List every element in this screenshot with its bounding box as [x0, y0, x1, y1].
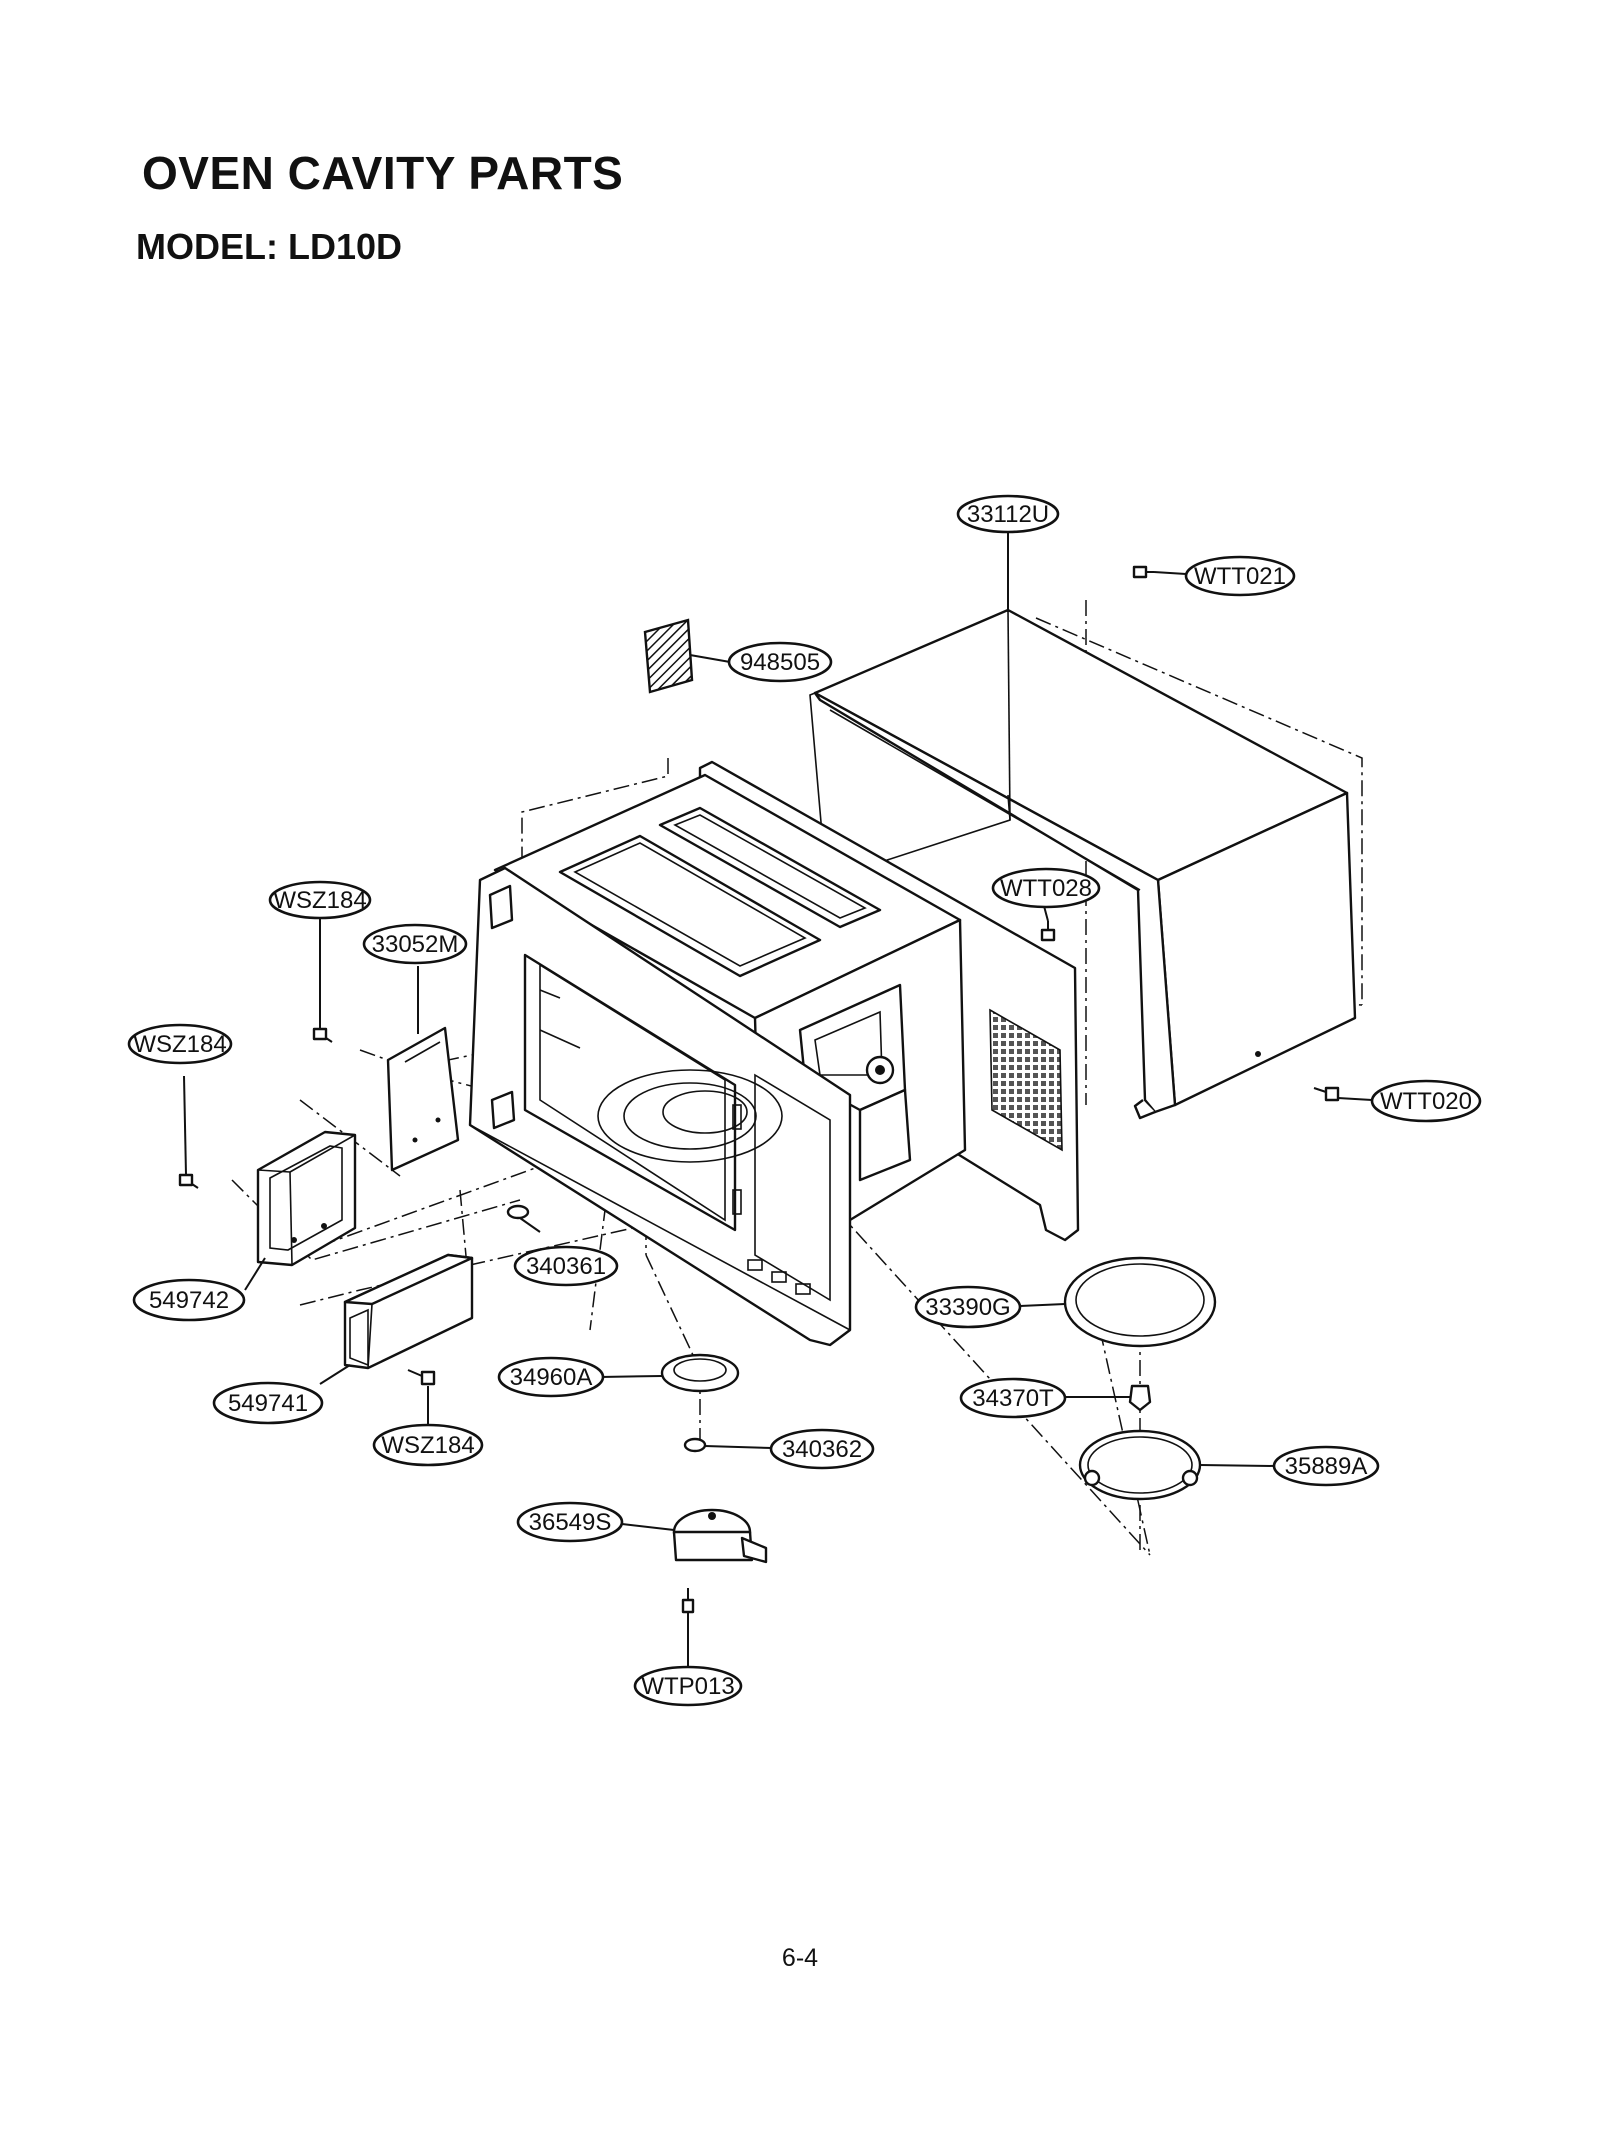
page-title: OVEN CAVITY PARTS	[142, 147, 624, 199]
callout-340361: 340361	[513, 1245, 619, 1287]
callout-WSZ184-left: WSZ184	[127, 1023, 233, 1065]
screw-parts	[178, 565, 1340, 1614]
callout-36549S: 36549S	[516, 1501, 624, 1543]
callout-label: WTT021	[1194, 563, 1286, 590]
callout-label: WSZ184	[133, 1031, 226, 1058]
callout-label: 340361	[526, 1253, 606, 1280]
part-33052M-shape	[386, 1026, 460, 1172]
callout-label: 36549S	[529, 1509, 612, 1536]
callout-label: WSZ184	[273, 887, 366, 914]
callout-label: WTT028	[1000, 875, 1092, 902]
callout-33112U: 33112U	[956, 494, 1060, 534]
callout-label: 33390G	[925, 1294, 1010, 1321]
callout-label: WSZ184	[381, 1432, 474, 1459]
callout-WSZ184-bottom: WSZ184	[372, 1423, 484, 1467]
callout-340362: 340362	[769, 1428, 875, 1470]
callout-948505: 948505	[727, 641, 833, 683]
callout-label: 35889A	[1285, 1453, 1368, 1480]
callout-WTP013: WTP013	[633, 1665, 743, 1707]
page-number: 6-4	[781, 1944, 819, 1972]
callout-label: WTP013	[641, 1673, 734, 1700]
oven-cavity-part	[468, 760, 1080, 1347]
callout-label: 33112U	[967, 501, 1049, 528]
turntable-parts	[506, 1204, 1217, 1564]
callout-35889A: 35889A	[1272, 1445, 1380, 1487]
callout-label: 549742	[149, 1287, 229, 1314]
callout-33052M: 33052M	[362, 923, 468, 965]
part-948505-shape	[643, 618, 694, 694]
callout-label: 33052M	[372, 931, 459, 958]
callout-34960A: 34960A	[497, 1356, 605, 1398]
callout-label: 34370T	[972, 1385, 1054, 1412]
callout-WTT021: WTT021	[1184, 555, 1296, 597]
callout-label: WTT020	[1380, 1088, 1472, 1115]
model-subtitle: MODEL: LD10D	[136, 226, 403, 267]
callout-label: 34960A	[510, 1364, 593, 1391]
leader-lines	[183, 532, 1373, 1666]
callout-WTT020: WTT020	[1370, 1079, 1482, 1123]
outer-cabinet-part	[809, 608, 1357, 1120]
callout-33390G: 33390G	[914, 1285, 1022, 1329]
part-549742-shape	[256, 1130, 357, 1267]
callout-549741: 549741	[212, 1381, 324, 1425]
callout-34370T: 34370T	[959, 1377, 1067, 1419]
callout-label: 948505	[740, 649, 820, 676]
part-549741-shape	[343, 1253, 474, 1370]
callout-549742: 549742	[132, 1278, 246, 1322]
callout-label: 340362	[782, 1436, 862, 1463]
callout-label: 549741	[228, 1390, 308, 1417]
callout-WSZ184-top: WSZ184	[268, 880, 372, 920]
callout-WTT028: WTT028	[991, 867, 1101, 909]
